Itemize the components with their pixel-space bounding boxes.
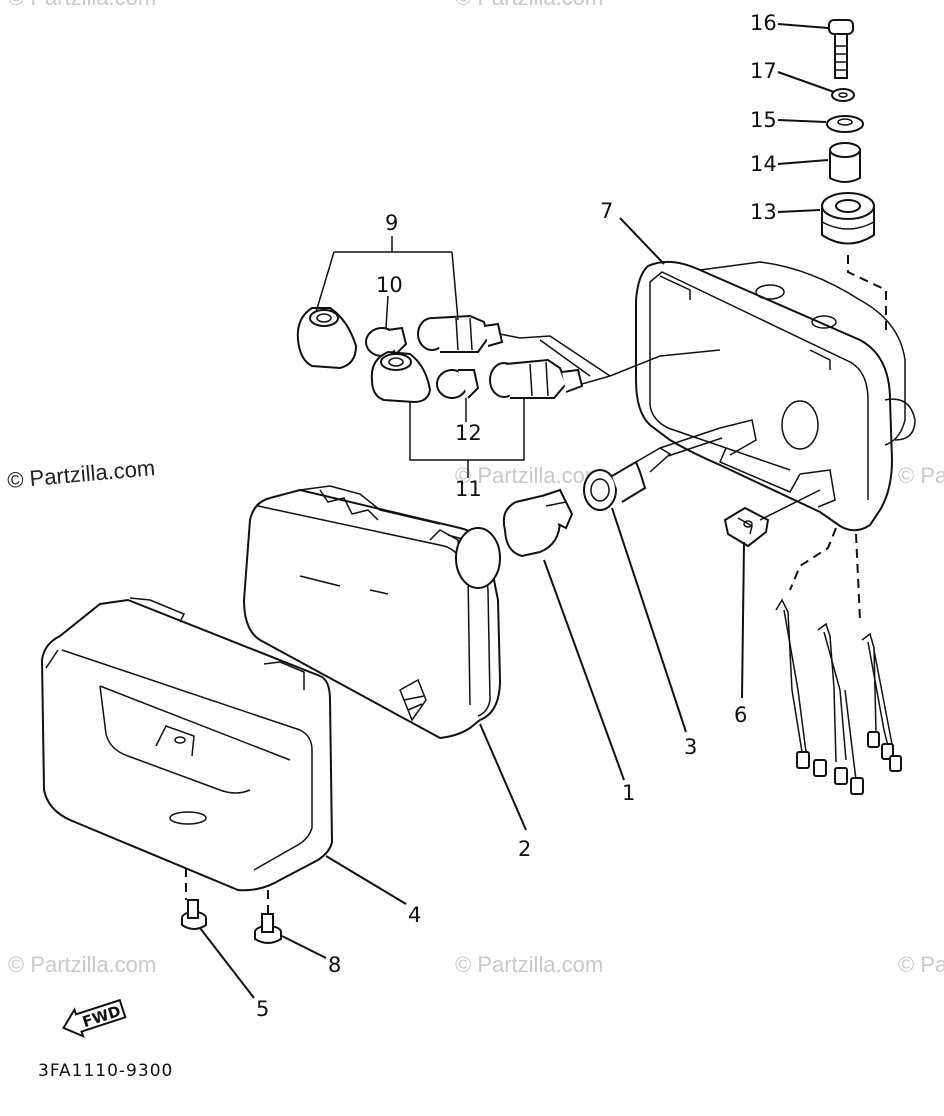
grommet-guide-line [847, 255, 887, 330]
watermark-main: © Partzilla.com [6, 455, 156, 493]
bulb-socket-3 [583, 427, 723, 511]
watermark-right-bottom: © Partzilla.com [898, 952, 944, 977]
part-number-3: 3 [684, 735, 697, 759]
part-number-14: 14 [750, 152, 777, 176]
leader-6 [741, 541, 745, 699]
bulb-12 [436, 369, 480, 399]
part-number-1: 1 [622, 781, 635, 805]
leader-4 [325, 855, 407, 905]
part-number-9: 9 [385, 211, 398, 235]
watermark-bottom-mid: © Partzilla.com [455, 952, 603, 977]
part-number-5: 5 [256, 997, 269, 1021]
part-number-15: 15 [750, 108, 777, 132]
grommet-13 [821, 192, 875, 245]
socket-9-right [417, 314, 521, 353]
leader-3 [611, 507, 687, 733]
fwd-arrow-icon: FWD [62, 998, 127, 1039]
housing-wire-dashed-2 [855, 533, 861, 621]
bolt-16 [828, 19, 854, 79]
leader-14 [777, 159, 829, 165]
fwd-label: FWD [80, 1002, 123, 1031]
bulb-1 [502, 488, 574, 558]
wire-harness-connectors [775, 598, 902, 795]
leader-5 [199, 927, 255, 999]
screw-8 [254, 913, 282, 944]
leader-2 [479, 723, 527, 831]
leader-10 [385, 295, 389, 329]
part-number-12: 12 [455, 421, 482, 445]
collar-14 [829, 142, 861, 183]
sealed-beam-unit-2 [242, 485, 502, 740]
leader-15 [777, 119, 827, 123]
leader-17 [777, 71, 835, 93]
watermark-top-mid: © Partzilla.com [455, 0, 603, 10]
part-number-11: 11 [455, 477, 482, 501]
leader-bracket-9 [315, 236, 459, 321]
washer-15 [826, 115, 864, 133]
part-number-7: 7 [600, 199, 613, 223]
bulb-10 [365, 326, 408, 357]
leader-bracket-11 [409, 398, 525, 478]
part-number-13: 13 [750, 200, 777, 224]
clip-to-housing-line [759, 489, 821, 521]
lock-washer-17 [831, 88, 855, 102]
part-number-16: 16 [750, 11, 777, 35]
leader-8 [281, 935, 327, 959]
part-number-6: 6 [734, 703, 747, 727]
watermark-top-left: © Partzilla.com [8, 0, 156, 10]
headlight-rim-4 [40, 597, 334, 892]
screw-5 [181, 899, 207, 930]
watermark-right-edge: © Partzilla.com [898, 463, 944, 488]
socket-11-right [489, 358, 584, 399]
clip-nut-6 [723, 506, 770, 548]
leader-7 [619, 217, 665, 265]
part-number-4: 4 [408, 903, 421, 927]
watermark-bottom-left: © Partzilla.com [8, 952, 156, 977]
part-number-8: 8 [328, 953, 341, 977]
part-number-10: 10 [376, 273, 403, 297]
position-lamp-cover-12-left [370, 350, 432, 404]
part-number-17: 17 [750, 59, 777, 83]
drawing-code: 3FA1110-9300 [38, 1061, 173, 1081]
watermark-mid-center: © Partzilla.com [455, 463, 603, 488]
leader-1 [543, 559, 625, 781]
headlight-housing-7 [635, 260, 916, 532]
position-lamp-cover-9-left [296, 307, 358, 370]
socket-wire-lines [519, 335, 721, 385]
part-number-2: 2 [518, 837, 531, 861]
leader-13 [777, 209, 821, 213]
housing-wire-dashed [789, 527, 837, 591]
leader-16 [777, 23, 829, 29]
